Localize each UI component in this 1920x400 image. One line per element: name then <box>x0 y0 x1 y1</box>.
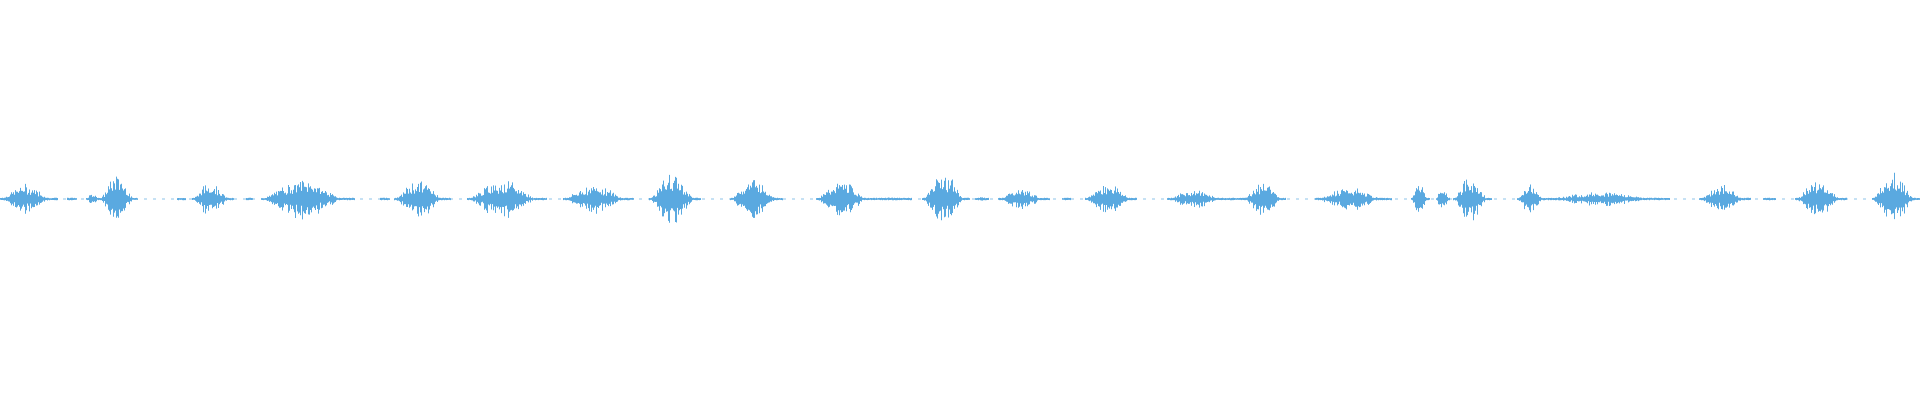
waveform-segment <box>816 183 874 216</box>
baseline-dot <box>171 198 174 200</box>
waveform-segment <box>1763 197 1776 201</box>
waveform-segment <box>874 197 912 201</box>
baseline-dot <box>1161 198 1164 200</box>
baseline-dot <box>369 198 372 200</box>
baseline-dot <box>378 198 381 200</box>
baseline-dot <box>1674 198 1677 200</box>
waveform-segment <box>1872 172 1920 220</box>
baseline-dot <box>1080 198 1083 200</box>
waveform-segment <box>177 198 186 201</box>
baseline-dot <box>360 198 363 200</box>
baseline-dot <box>720 198 723 200</box>
baseline-dot <box>1305 198 1308 200</box>
baseline-dot <box>1692 198 1695 200</box>
baseline-dot <box>243 198 246 200</box>
baseline-dot <box>639 198 642 200</box>
waveform-segment <box>730 180 783 218</box>
baseline-dot <box>189 198 192 200</box>
baseline-dot <box>1404 198 1407 200</box>
baseline-dot <box>81 198 84 200</box>
baseline-dot <box>1863 198 1866 200</box>
baseline-dot <box>783 198 786 200</box>
baseline-dot <box>810 198 813 200</box>
baseline-dot <box>1431 198 1434 200</box>
baseline-dot <box>144 198 147 200</box>
baseline-dot <box>1782 198 1785 200</box>
baseline-dot <box>1395 198 1398 200</box>
waveform-segment <box>394 181 451 217</box>
waveform-segments <box>0 172 1920 223</box>
baseline-dot <box>1494 198 1497 200</box>
baseline-dot <box>1071 198 1074 200</box>
waveform-segment <box>1453 179 1492 221</box>
waveform-segment <box>1436 192 1450 208</box>
baseline-dot <box>1503 198 1506 200</box>
waveform-segment <box>192 185 234 214</box>
waveform-segment <box>975 197 989 201</box>
waveform-segment <box>1315 188 1392 210</box>
baseline-dot <box>549 198 552 200</box>
waveform-segment <box>380 197 390 201</box>
waveform-segment <box>1244 183 1286 215</box>
baseline-dot <box>459 198 462 200</box>
baseline-dot <box>450 198 453 200</box>
baseline-dot <box>1791 198 1794 200</box>
waveform-segment <box>67 197 77 201</box>
baseline-dot <box>1296 198 1299 200</box>
waveform-segment <box>998 190 1050 209</box>
waveform-segment <box>1411 186 1430 212</box>
waveform-segment <box>261 180 355 220</box>
baseline-dot <box>1152 198 1155 200</box>
baseline-dot <box>1053 198 1056 200</box>
baseline-dot <box>63 198 66 200</box>
waveform-segment <box>1795 182 1847 215</box>
baseline-dot <box>1755 198 1758 200</box>
baseline-dot <box>153 198 156 200</box>
baseline-dot <box>918 198 921 200</box>
baseline-dot <box>234 198 237 200</box>
waveform-segment <box>563 187 634 214</box>
waveform-segment <box>467 181 547 218</box>
baseline-dot <box>1449 198 1452 200</box>
baseline-dot <box>792 198 795 200</box>
waveform-segment <box>922 177 970 221</box>
baseline-dot <box>558 198 561 200</box>
waveform-segment <box>649 174 701 223</box>
baseline-dot <box>702 198 705 200</box>
baseline-dot <box>990 198 993 200</box>
baseline-dot <box>1287 198 1290 200</box>
waveform-segment <box>86 194 100 203</box>
baseline-dot <box>1683 198 1686 200</box>
waveform-segment <box>1167 190 1229 208</box>
baseline-dot <box>972 198 975 200</box>
waveform-segment <box>1546 192 1670 206</box>
baseline-dot <box>252 198 255 200</box>
baseline-dot <box>1512 198 1515 200</box>
baseline-dot <box>1143 198 1146 200</box>
baseline-dot <box>1854 198 1857 200</box>
baseline-dot <box>711 198 714 200</box>
waveform-segment <box>1699 185 1751 210</box>
baseline-dot <box>162 198 165 200</box>
waveform-segment <box>246 197 253 201</box>
waveform-segment <box>1062 197 1071 201</box>
waveform-segment <box>1517 184 1546 213</box>
baseline-dot <box>801 198 804 200</box>
waveform-segment <box>1085 186 1137 213</box>
waveform-segment <box>100 176 138 218</box>
waveform-segment <box>0 183 58 214</box>
